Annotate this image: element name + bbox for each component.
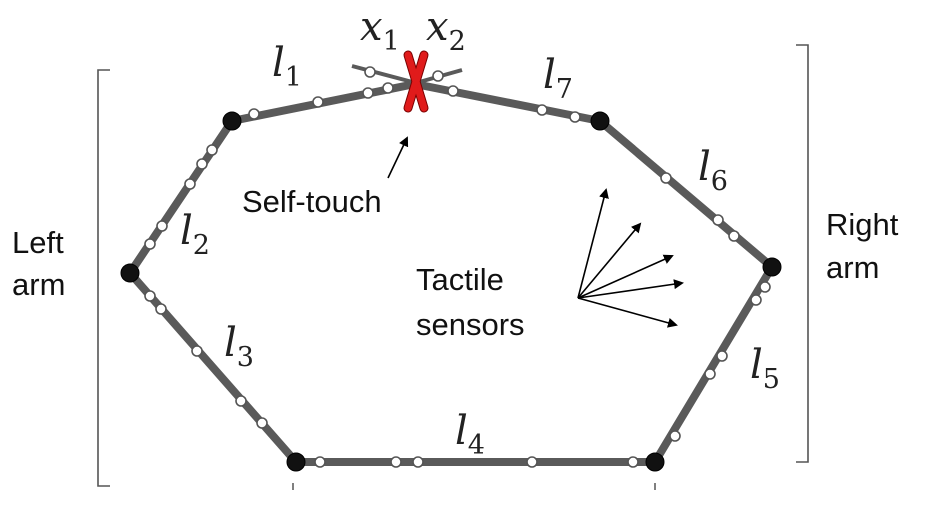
joint (120, 263, 140, 283)
taxel (390, 456, 402, 468)
taxel (144, 238, 156, 250)
link-label-l2: l2 (180, 208, 210, 261)
taxel (412, 456, 424, 468)
taxel (536, 104, 548, 116)
contact-label-x1: x1 (360, 4, 400, 57)
tactile-ray (577, 279, 684, 299)
link-l6 (596, 117, 776, 271)
tactile-ray (577, 188, 609, 299)
taxel (716, 350, 728, 362)
joint (286, 452, 306, 472)
self-touch-arrow (387, 136, 409, 179)
taxel (750, 294, 762, 306)
taxel (191, 345, 203, 357)
taxel (362, 87, 374, 99)
contact-label-x2: x2 (426, 4, 466, 57)
right-arm-label-line2: arm (826, 250, 879, 285)
joint (222, 111, 242, 131)
left-arm-label-line2: arm (12, 267, 65, 302)
link-label-l5: l5 (750, 342, 780, 395)
taxel (256, 417, 268, 429)
tactile-ray (577, 297, 678, 328)
taxel (704, 368, 716, 380)
link-label-l3: l3 (224, 320, 254, 373)
tactile-sensors-label: Tactile (416, 262, 504, 297)
taxel (660, 172, 672, 184)
taxel (526, 456, 538, 468)
taxel (196, 158, 208, 170)
self-touch-line-left (351, 64, 421, 86)
taxel (144, 290, 156, 302)
left-arm-bracket (97, 69, 110, 487)
taxel (206, 144, 218, 156)
taxel (364, 66, 376, 78)
joint (762, 257, 782, 277)
left-arm-label: Left (12, 225, 64, 260)
joint (645, 452, 665, 472)
taxel (759, 281, 771, 293)
taxel (382, 82, 394, 94)
tactile-rays (577, 188, 684, 328)
right-arm-bracket (796, 44, 809, 463)
taxel (314, 456, 326, 468)
link-l3 (126, 269, 300, 466)
link-label-l1: l1 (272, 40, 302, 93)
tactile-ray (577, 222, 642, 299)
taxel (235, 395, 247, 407)
taxel (156, 220, 168, 232)
taxel (669, 430, 681, 442)
taxel-group (144, 66, 771, 468)
taxel (728, 230, 740, 242)
taxel (184, 178, 196, 190)
link-label-l7: l7 (543, 52, 573, 105)
taxel (569, 111, 581, 123)
tactile-sensors-label-line2: sensors (416, 307, 525, 342)
taxel (312, 96, 324, 108)
taxel (627, 456, 639, 468)
taxel (248, 108, 260, 120)
tactile-ray (577, 254, 674, 299)
taxel (432, 70, 444, 82)
self-touch-label: Self-touch (242, 184, 382, 219)
joint (590, 111, 610, 131)
link-label-l6: l6 (698, 144, 728, 197)
self-touch-marker (403, 50, 429, 113)
taxel (447, 85, 459, 97)
link-label-l4: l4 (455, 408, 485, 461)
taxel (155, 303, 167, 315)
taxel (712, 214, 724, 226)
right-arm-label: Right (826, 207, 899, 242)
